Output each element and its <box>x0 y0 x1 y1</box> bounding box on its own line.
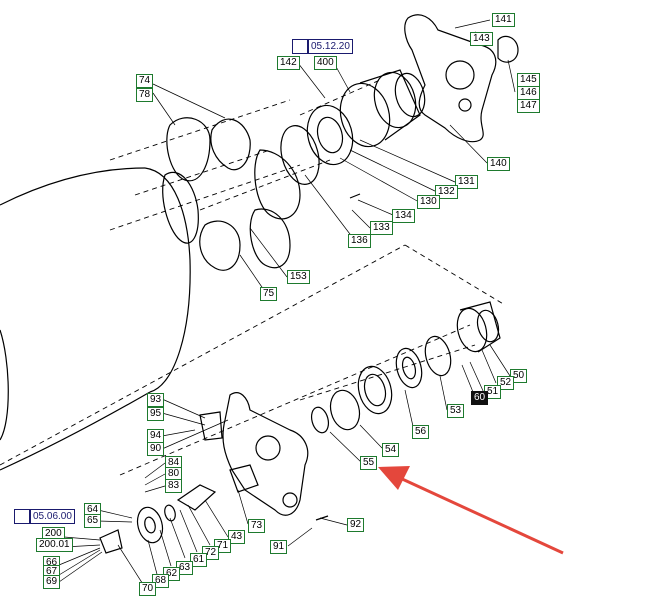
cover-d <box>249 208 291 269</box>
bolt-92 <box>315 515 329 521</box>
part-label-90[interactable]: 90 <box>147 442 165 456</box>
part-label-130[interactable]: 130 <box>417 195 440 209</box>
part-label-92[interactable]: 92 <box>347 518 365 532</box>
cover-93 <box>199 411 223 441</box>
part-label-64[interactable]: 64 <box>84 503 102 517</box>
cover-78 <box>210 118 251 171</box>
part-label-55[interactable]: 55 <box>360 456 378 470</box>
cover-a <box>162 171 199 244</box>
part-label-94[interactable]: 94 <box>147 429 165 443</box>
reference-bottom[interactable]: 05.06.00 <box>30 509 75 524</box>
part-label-73[interactable]: 73 <box>248 519 266 533</box>
red-arrow <box>378 466 564 555</box>
part-label-145[interactable]: 145 <box>517 73 540 87</box>
part-label-200-01[interactable]: 200.01 <box>36 538 73 552</box>
seal-53 <box>424 335 452 377</box>
dashed-guides-top <box>109 79 381 231</box>
part-label-52[interactable]: 52 <box>497 376 515 390</box>
reference-arrow-icon <box>292 39 308 54</box>
bolt-133 <box>349 193 361 199</box>
cover-c <box>199 220 241 271</box>
part-label-56[interactable]: 56 <box>412 425 430 439</box>
bearing-54 <box>329 389 361 431</box>
part-label-53[interactable]: 53 <box>447 404 465 418</box>
bracket-140 <box>404 14 497 143</box>
part-label-147[interactable]: 147 <box>517 99 540 113</box>
part-label-70[interactable]: 70 <box>139 582 157 596</box>
part-label-132[interactable]: 132 <box>435 185 458 199</box>
part-label-142[interactable]: 142 <box>277 56 300 70</box>
leader-lines <box>58 19 516 590</box>
gasket-136 <box>280 125 320 185</box>
reference-arrow-icon <box>14 509 30 524</box>
flange-130 <box>306 104 354 166</box>
gear-62 <box>136 506 164 544</box>
part-label-141[interactable]: 141 <box>492 13 515 27</box>
motor-400 <box>339 69 426 148</box>
part-label-140[interactable]: 140 <box>487 157 510 171</box>
cover-74 <box>166 117 211 182</box>
reference-top[interactable]: 05.12.20 <box>308 39 353 54</box>
part-label-74[interactable]: 74 <box>136 74 154 88</box>
ring-55 <box>310 406 330 434</box>
part-label-61[interactable]: 61 <box>190 553 208 567</box>
housing-56 <box>357 365 393 415</box>
part-label-400[interactable]: 400 <box>314 56 337 70</box>
part-label-60-selected[interactable]: 60 <box>471 391 489 405</box>
part-label-153[interactable]: 153 <box>287 270 310 284</box>
part-label-91[interactable]: 91 <box>270 540 288 554</box>
cover-b <box>254 149 301 220</box>
part-label-95[interactable]: 95 <box>147 407 165 421</box>
shaft-71 <box>176 484 217 511</box>
part-label-54[interactable]: 54 <box>382 443 400 457</box>
part-label-78[interactable]: 78 <box>136 88 154 102</box>
sensor-200 <box>99 529 123 554</box>
dashed-guides-mid <box>0 244 506 476</box>
part-label-43[interactable]: 43 <box>228 530 246 544</box>
part-label-75[interactable]: 75 <box>260 287 278 301</box>
part-label-143[interactable]: 143 <box>470 32 493 46</box>
seal-56-ring <box>395 347 423 389</box>
part-label-83[interactable]: 83 <box>165 479 183 493</box>
part-label-136[interactable]: 136 <box>348 234 371 248</box>
hub-50 <box>456 301 501 353</box>
part-label-131[interactable]: 131 <box>455 175 478 189</box>
part-label-93[interactable]: 93 <box>147 393 165 407</box>
bracket-90 <box>222 392 309 516</box>
cap-145 <box>497 35 519 63</box>
part-label-133[interactable]: 133 <box>370 221 393 235</box>
block-73 <box>229 464 259 493</box>
drum-cylinder <box>0 167 191 471</box>
part-label-134[interactable]: 134 <box>392 209 415 223</box>
part-label-69[interactable]: 69 <box>43 575 61 589</box>
part-label-68[interactable]: 68 <box>152 574 170 588</box>
part-label-146[interactable]: 146 <box>517 86 540 100</box>
part-label-65[interactable]: 65 <box>84 514 102 528</box>
